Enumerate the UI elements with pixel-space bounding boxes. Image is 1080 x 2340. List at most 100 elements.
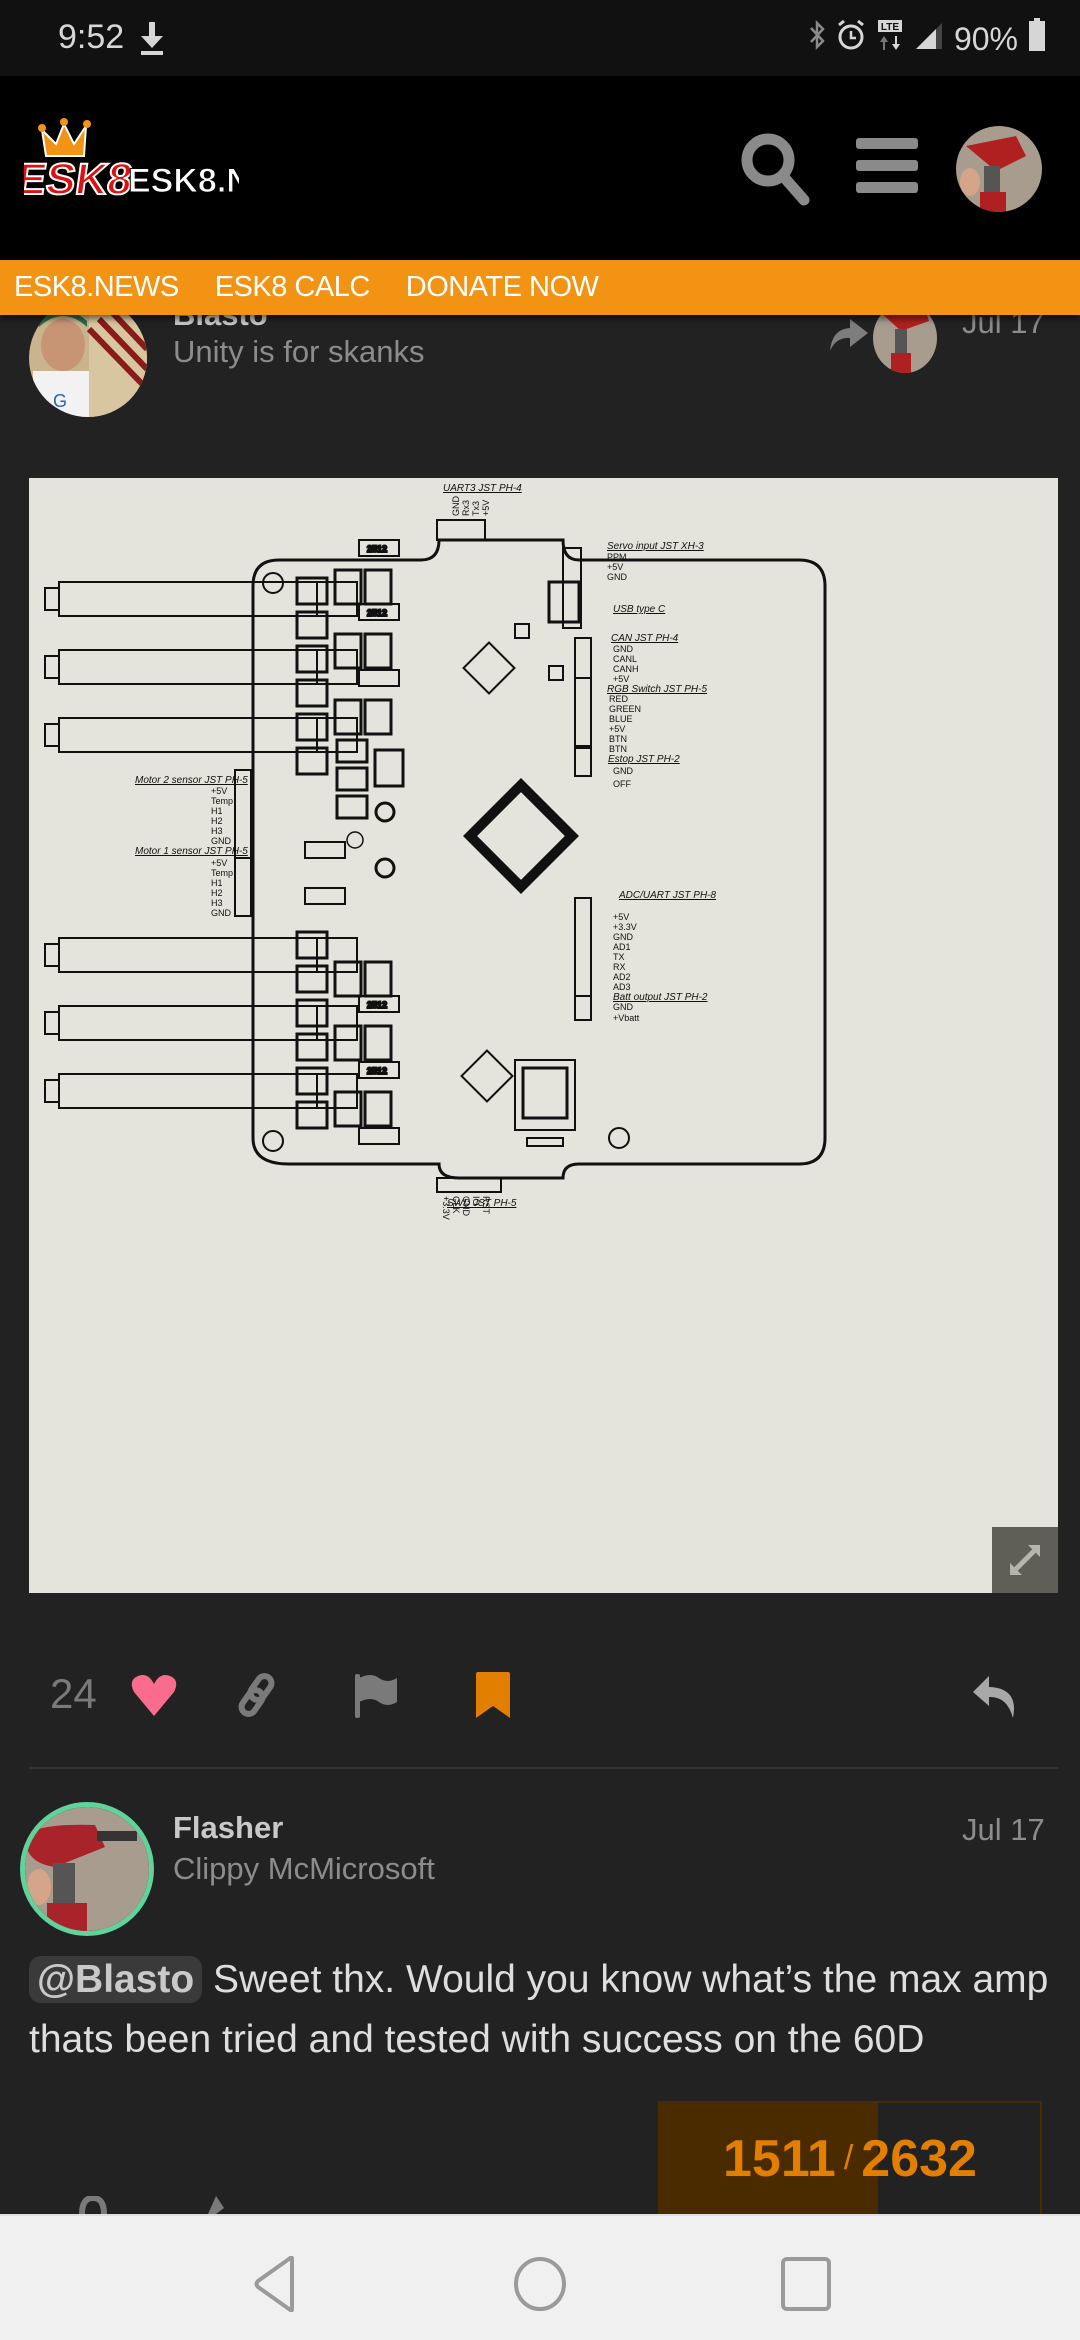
adc-label: ADC/UART JST PH-8 [618, 890, 716, 901]
nav-link-esk8-news[interactable]: ESK8.NEWS [14, 271, 179, 303]
post-body-text: Sweet thx. Would you know what’s the max… [29, 1958, 1049, 2061]
resistor-label: 2512 [367, 608, 387, 618]
user-avatar[interactable] [956, 126, 1042, 212]
svg-text:G: G [53, 391, 67, 411]
site-header: ESK8 ESK8.NEWS [0, 76, 1080, 260]
avatar-blasto[interactable]: G [29, 315, 147, 417]
alarm-icon [836, 19, 866, 59]
resistor-label: 2512 [367, 1066, 387, 1076]
post-date[interactable]: Jul 17 [962, 315, 1045, 340]
reply-to-avatar[interactable] [873, 315, 937, 373]
reply-icon[interactable] [973, 1676, 1021, 1723]
site-nav-bar: ESK8.NEWS ESK8 CALC DONATE NOW [0, 260, 1080, 315]
can-label: CAN JST PH-4 [611, 633, 679, 644]
pin-label: GND [613, 1002, 634, 1012]
motor1-label: Motor 1 sensor JST PH-5 [135, 846, 248, 857]
post-author-title: Unity is for skanks [173, 334, 425, 369]
post-image-pcb-layout[interactable]: 2512 2512 2512 2512 [29, 478, 1058, 1593]
pin-label: GND [613, 644, 634, 654]
servo-label: Servo input JST XH-3 [607, 541, 704, 552]
pin-label: Tx3 [471, 501, 481, 516]
heart-icon[interactable] [130, 1674, 178, 1721]
pin-label: H1 [211, 806, 223, 816]
pin-label: AD2 [613, 972, 631, 982]
post-author-name[interactable]: Flasher [173, 1810, 284, 1845]
pin-label: +5V [607, 562, 623, 572]
recents-icon[interactable] [780, 2256, 832, 2317]
rgb-label: RGB Switch JST PH-5 [607, 684, 707, 695]
bookmark-icon[interactable] [476, 1672, 510, 1723]
search-icon[interactable] [738, 130, 814, 211]
pin-label: CLK [451, 1196, 461, 1214]
resistor-label: 2512 [367, 544, 387, 554]
bluetooth-icon [808, 19, 826, 59]
topic-progress[interactable]: 1511 / 2632 [658, 2101, 1042, 2216]
svg-text:LTE: LTE [881, 22, 899, 33]
link-icon-peek [198, 2196, 228, 2219]
pin-label: +3.3V [613, 922, 637, 932]
pin-label: PPM [607, 552, 627, 562]
flag-icon[interactable] [353, 1672, 399, 1723]
pin-label: Temp [211, 796, 233, 806]
expand-image-button[interactable] [992, 1527, 1058, 1593]
connectors [234, 519, 592, 1193]
pin-label: GND [211, 908, 232, 918]
pin-label: GND [451, 496, 461, 517]
pin-label: GND [211, 836, 232, 846]
nav-link-esk8-calc[interactable]: ESK8 CALC [214, 271, 371, 303]
pin-label: IO [471, 1196, 481, 1206]
pin-label: +5V [211, 786, 227, 796]
pin-label: +5V [481, 500, 491, 516]
like-count[interactable]: 24 [50, 1670, 97, 1717]
lte-icon: LTE [876, 18, 904, 60]
status-time: 9:52 [58, 18, 125, 56]
progress-separator: / [843, 2139, 854, 2177]
pin-label: AD1 [613, 942, 631, 952]
avatar-flasher[interactable] [20, 1802, 154, 1936]
motor-phase-leads [44, 581, 358, 1109]
home-icon[interactable] [513, 2256, 567, 2317]
back-icon[interactable] [252, 2255, 298, 2317]
pin-label: RST [481, 1196, 491, 1215]
pin-label: H2 [211, 816, 223, 826]
pin-label: +5V [613, 674, 629, 684]
reply-arrow-icon[interactable] [828, 319, 868, 360]
pin-label: Rx3 [461, 500, 471, 516]
swd-label: SWD JST PH-5 [447, 1198, 517, 1209]
pin-label: CANH [613, 664, 639, 674]
site-logo[interactable]: ESK8 ESK8.NEWS [13, 116, 329, 216]
pin-label: +Vbatt [613, 1013, 640, 1023]
mention-link[interactable]: @Blasto [29, 1956, 203, 2003]
resistor-label: 2512 [367, 1000, 387, 1010]
uart3-label: UART3 JST PH-4 [443, 483, 522, 494]
pin-label: RX [613, 962, 626, 972]
pin-label: +3.3V [441, 1196, 451, 1220]
svg-text:ESK8: ESK8 [24, 155, 135, 204]
nav-link-donate-now[interactable]: DONATE NOW [405, 271, 599, 303]
post-author-name[interactable]: Blasto [173, 315, 268, 333]
post-date[interactable]: Jul 17 [962, 1812, 1045, 1847]
post-body: @Blasto Sweet thx. Would you know what’s… [29, 1950, 1049, 2070]
pin-label: BTN [609, 744, 627, 754]
pin-label: GND [461, 1196, 471, 1217]
pin-label: RED [609, 694, 629, 704]
system-nav-bar [0, 2214, 1080, 2340]
pin-label: GND [607, 572, 628, 582]
pin-label: BLUE [609, 714, 633, 724]
motor2-label: Motor 2 sensor JST PH-5 [135, 775, 248, 786]
link-icon[interactable] [234, 1672, 280, 1723]
pin-label: +5V [609, 724, 625, 734]
post-header-blasto: G Blasto Unity is for skanks Jul 17 [0, 315, 1080, 425]
post-divider [29, 1767, 1058, 1769]
progress-total: 2632 [861, 2129, 977, 2188]
pin-label: +5V [613, 912, 629, 922]
pin-label: H1 [211, 878, 223, 888]
progress-current: 1511 [723, 2129, 836, 2188]
topic-progress-fill [660, 2103, 879, 2214]
expand-icon [1010, 1545, 1040, 1575]
signal-icon [914, 19, 944, 59]
pin-label: H3 [211, 826, 223, 836]
hamburger-menu-icon[interactable] [856, 138, 918, 199]
batt-label: Batt output JST PH-2 [613, 992, 708, 1003]
usb-label: USB type C [613, 604, 666, 615]
